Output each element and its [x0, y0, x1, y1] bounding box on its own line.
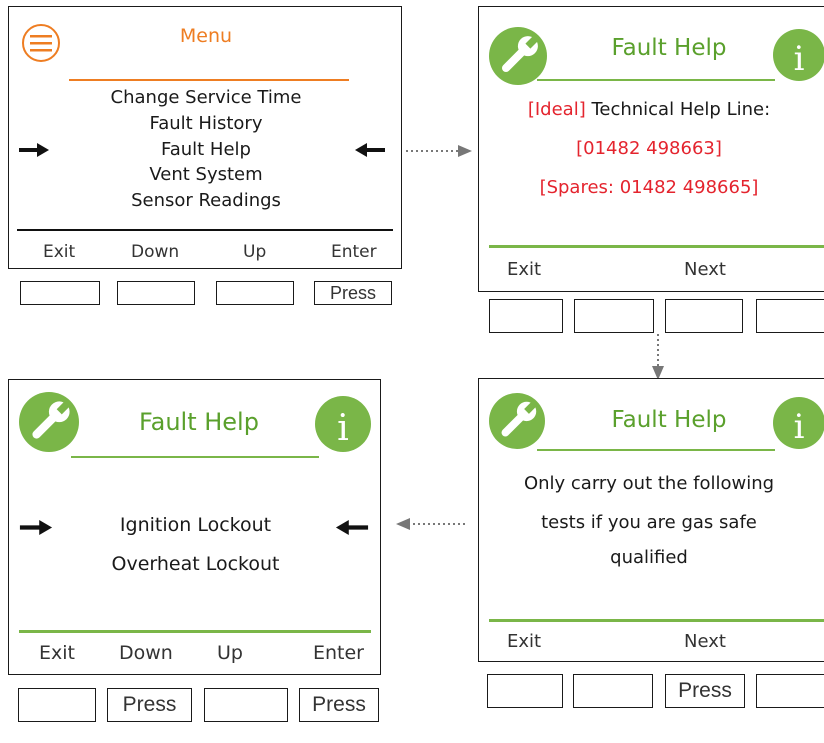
title-underline [71, 456, 319, 458]
flow-arrow-down-icon [651, 334, 665, 380]
softkey-divider [489, 619, 824, 622]
hardware-button-4[interactable] [756, 674, 824, 708]
fault-help-contact-screen: Fault Help i [Ideal] Technical Help Line… [478, 6, 824, 292]
hardware-button-1[interactable] [18, 688, 96, 722]
info-icon[interactable]: i [773, 29, 824, 81]
menu-title-underline [69, 79, 349, 81]
softkey-up: Up [243, 242, 267, 262]
spares-number: [Spares: 01482 498665] [539, 177, 759, 198]
brand-label: [Ideal] [527, 99, 586, 120]
softkey-exit: Exit [43, 242, 76, 262]
fault-help-title: Fault Help [139, 408, 259, 436]
fault-help-warning-screen: Fault Help i Only carry out the followin… [478, 378, 824, 662]
help-line-number: [01482 498663] [576, 138, 722, 159]
fault-help-list-screen: Fault Help i Ignition Lockout Overheat L… [8, 379, 381, 675]
wrench-icon [489, 393, 545, 449]
warning-line: qualified [610, 547, 688, 568]
softkey-down: Down [131, 242, 180, 262]
softkey-enter: Enter [331, 242, 377, 262]
warning-line: Only carry out the following [523, 473, 775, 494]
svg-text:i: i [794, 39, 805, 79]
warning-line: tests if you are gas safe [541, 512, 757, 533]
softkey-exit: Exit [39, 642, 75, 664]
softkey-down: Down [119, 642, 173, 664]
hardware-button-2[interactable] [574, 299, 654, 333]
help-line-text: Technical Help Line: [585, 99, 771, 120]
menu-item[interactable]: Vent System [149, 164, 263, 185]
hardware-button-1[interactable] [487, 674, 563, 708]
info-icon[interactable]: i [315, 396, 371, 452]
info-icon[interactable]: i [773, 397, 824, 449]
menu-item[interactable]: Change Service Time [110, 87, 302, 108]
menu-item-selected[interactable]: Fault Help [161, 139, 251, 160]
hardware-button-3[interactable] [216, 281, 294, 305]
selection-arrow-right-icon [19, 520, 53, 535]
selection-arrow-left-icon [355, 143, 385, 157]
title-underline [537, 79, 775, 81]
hardware-button-3-press[interactable]: Press [665, 674, 745, 708]
hamburger-menu-icon[interactable] [21, 23, 61, 63]
hardware-button-4-press[interactable]: Press [299, 688, 379, 722]
softkey-divider [19, 630, 371, 633]
hardware-button-2-press[interactable]: Press [107, 688, 192, 722]
fault-help-title: Fault Help [611, 35, 727, 61]
menu-screen: Menu Change Service Time Fault History F… [8, 6, 402, 269]
flow-arrow-left-icon [394, 517, 468, 531]
wrench-icon [489, 27, 547, 85]
softkey-exit: Exit [507, 631, 542, 652]
hardware-button-1[interactable] [20, 281, 100, 305]
flow-arrow-right-icon [406, 144, 472, 158]
hardware-button-3[interactable] [204, 688, 288, 722]
softkey-next: Next [684, 631, 726, 652]
help-line-label: [Ideal] Technical Help Line: [479, 99, 819, 120]
menu-title: Menu [179, 25, 233, 47]
hardware-button-4-press[interactable]: Press [314, 281, 392, 305]
softkey-enter: Enter [313, 642, 364, 664]
hardware-button-1[interactable] [489, 299, 563, 333]
softkey-next: Next [684, 259, 726, 280]
hardware-button-4[interactable] [756, 299, 824, 333]
svg-text:i: i [337, 406, 349, 449]
fault-help-title: Fault Help [611, 407, 727, 433]
selection-arrow-right-icon [19, 143, 49, 157]
svg-text:i: i [794, 407, 805, 447]
softkey-divider [489, 245, 824, 248]
fault-item[interactable]: Overheat Lockout [111, 553, 280, 575]
softkey-exit: Exit [507, 259, 542, 280]
softkey-divider [17, 229, 393, 231]
softkey-up: Up [217, 642, 243, 664]
menu-item[interactable]: Sensor Readings [131, 190, 281, 211]
hardware-button-2[interactable] [573, 674, 653, 708]
hardware-button-3[interactable] [665, 299, 743, 333]
hardware-button-2[interactable] [117, 281, 195, 305]
wrench-icon [19, 392, 79, 452]
menu-item[interactable]: Fault History [149, 113, 263, 134]
fault-item-selected[interactable]: Ignition Lockout [119, 514, 272, 536]
selection-arrow-left-icon [335, 520, 369, 535]
title-underline [537, 449, 775, 451]
